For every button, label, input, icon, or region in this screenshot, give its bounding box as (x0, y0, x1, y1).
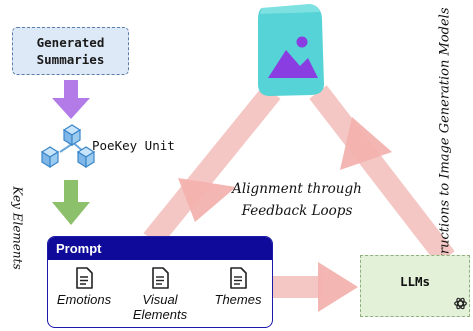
prompt-item-label: Visual Elements (132, 292, 188, 322)
loop-arrowhead-right (340, 117, 392, 170)
cube-cluster-icon (40, 124, 96, 169)
loop-arrowhead-left (178, 178, 236, 222)
document-icon (76, 267, 93, 289)
llms-label: LLMs (399, 274, 431, 289)
prompt-item-label: Themes (214, 292, 262, 307)
loop-edge-left (143, 85, 281, 247)
prompt-item-emotions: Emotions (50, 267, 118, 307)
prompt-card: Prompt Emotions Visual Elements Themes (47, 236, 273, 328)
down-arrow-purple (52, 80, 90, 119)
prompt-title: Prompt (48, 237, 272, 260)
key-elements-label-wrap: Key Elements (9, 180, 27, 275)
document-icon (152, 267, 169, 289)
down-arrow-green (52, 180, 90, 225)
llms-box: LLMs (360, 255, 470, 317)
loop-edge-right (309, 85, 455, 265)
prompt-item-themes: Themes (204, 267, 272, 307)
openai-icon (454, 297, 467, 310)
loop-arrowhead-bottom (318, 262, 358, 312)
document-icon (230, 267, 247, 289)
instructions-label-wrap: Instructions to Image Generation Models (420, 7, 470, 279)
alignment-label: Alignment through Feedback Loops (232, 181, 362, 219)
prompt-item-label: Emotions (56, 292, 112, 307)
instructions-label: Instructions to Image Generation Models (437, 6, 453, 280)
poekey-unit-label: PoeKey Unit (92, 138, 175, 153)
key-elements-label: Key Elements (11, 185, 26, 270)
prompt-item-visual-elements: Visual Elements (126, 267, 194, 322)
image-icon (258, 4, 324, 96)
generated-summaries-box: Generated Summaries (12, 27, 129, 75)
